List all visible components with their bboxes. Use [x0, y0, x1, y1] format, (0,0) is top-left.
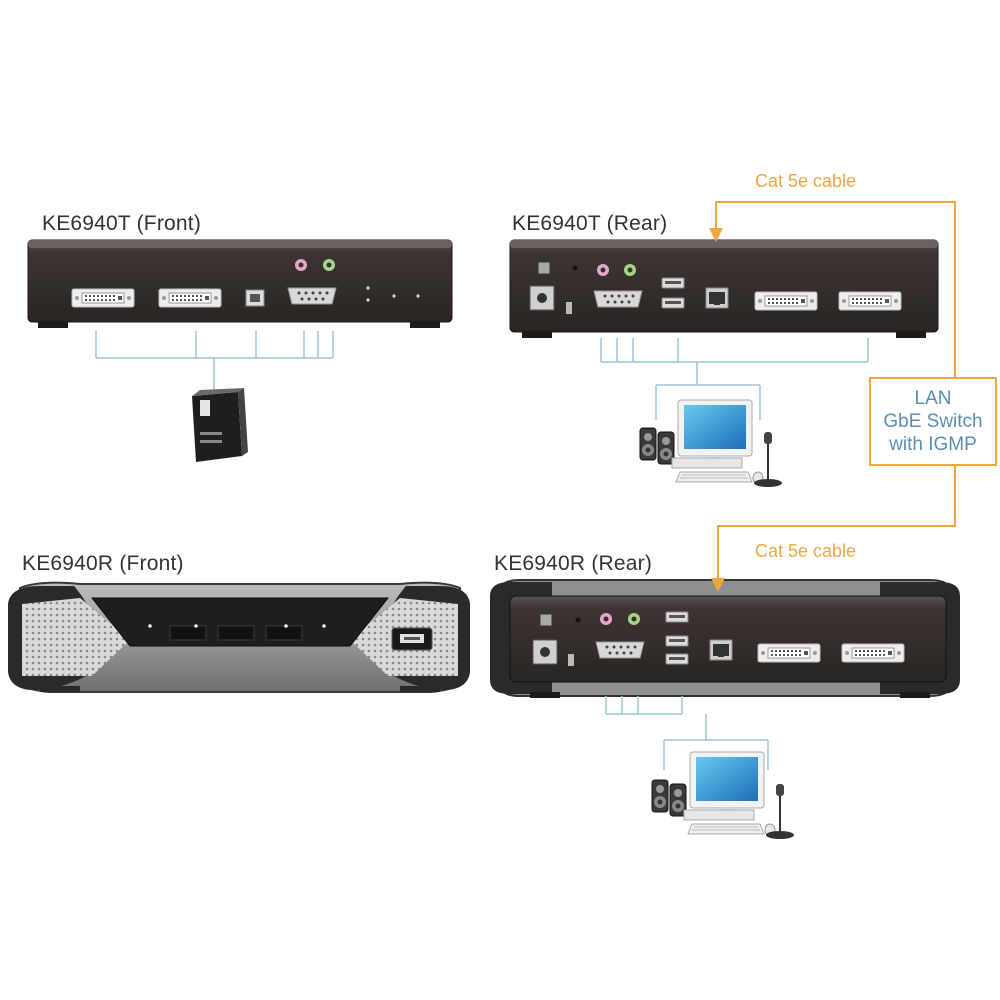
t-rear-connector-lines: [600, 338, 869, 420]
usb-a-port-2: [661, 297, 685, 309]
dvi-port-2: [841, 643, 905, 663]
ke6940t-rear-device: [509, 239, 939, 338]
cable-label-top: Cat 5e cable: [755, 171, 857, 191]
ke6940t-front-label: KE6940T (Front): [42, 212, 202, 235]
computer-tower-icon: [192, 388, 248, 462]
mic-jack: [295, 259, 307, 271]
speaker-jack: [628, 613, 640, 625]
ke6940r-front-device: [8, 581, 470, 693]
cable-arrow-bottom: [711, 578, 725, 592]
switch-line-1: LAN: [914, 388, 952, 409]
dvi-port-2: [158, 288, 222, 308]
t-front-connector-lines: [95, 331, 334, 390]
rj45-port: [705, 287, 729, 309]
mic-jack: [600, 613, 612, 625]
ke6940r-front-label: KE6940R (Front): [22, 552, 184, 575]
switch-line-2: GbE Switch: [883, 411, 983, 432]
usb-a-port-1: [661, 277, 685, 289]
serial-port: [593, 290, 643, 308]
ke6940r-rear-device: [490, 579, 960, 698]
mic-jack: [597, 264, 609, 276]
rj45-port: [709, 639, 733, 661]
speaker-jack: [624, 264, 636, 276]
dvi-port-1: [71, 288, 135, 308]
speaker-jack: [323, 259, 335, 271]
workstation-icon: [652, 752, 794, 839]
usb-a-port-2: [665, 635, 689, 647]
dvi-port-2: [838, 291, 902, 311]
usb-a-port-3: [665, 653, 689, 665]
cable-label-bottom: Cat 5e cable: [755, 541, 857, 561]
serial-port: [595, 641, 645, 659]
ke6940t-rear-label: KE6940T (Rear): [512, 212, 668, 235]
ke6940t-front-device: [27, 239, 453, 328]
lan-switch-box: LAN GbE Switch with IGMP: [869, 377, 997, 466]
cat5e-cable-bottom: [717, 466, 956, 584]
dvi-port-1: [757, 643, 821, 663]
dvi-port-1: [754, 291, 818, 311]
serial-port: [287, 287, 337, 305]
switch-line-3: with IGMP: [889, 434, 977, 455]
cable-arrow-top: [709, 228, 723, 242]
cat5e-cable-top: [715, 201, 956, 377]
usb-a-port-1: [665, 611, 689, 623]
ke6940r-rear-label: KE6940R (Rear): [494, 552, 653, 575]
r-rear-connector-lines: [605, 696, 769, 770]
